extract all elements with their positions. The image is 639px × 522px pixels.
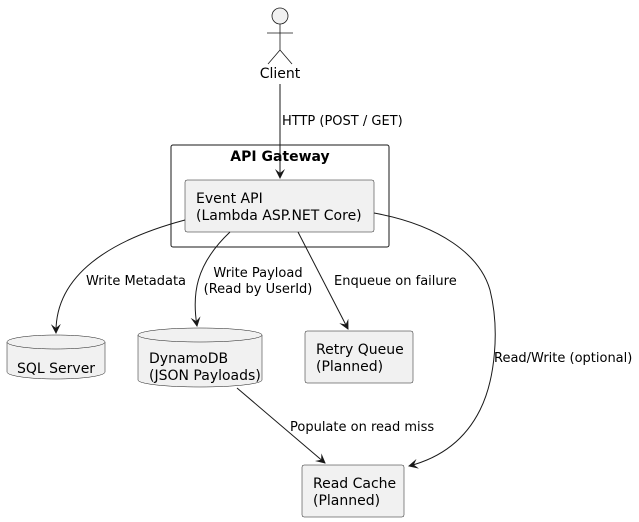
edge-event-api-to-dynamodb [190,231,231,327]
dynamodb-label-line1: DynamoDB [149,351,228,367]
edge-label-enqueue: Enqueue on failure [334,274,457,289]
event-api-node[interactable]: Event API (Lambda ASP.NET Core) [184,179,375,233]
edge-label-http: HTTP (POST / GET) [282,114,403,129]
dynamodb-label-line2: (JSON Payloads) [149,368,261,384]
edge-label-write-payload-line2: (Read by UserId) [204,282,313,297]
client-actor[interactable]: Client [260,7,301,82]
retry-queue-label-line1: Retry Queue [316,342,404,358]
edge-label-write-metadata: Write Metadata [86,274,186,289]
client-label: Client [260,66,301,82]
read-cache-label-line2: (Planned) [313,493,380,509]
edge-label-populate: Populate on read miss [290,420,434,435]
edge-event-api-to-sql-server [50,219,186,334]
stick-figure-icon [267,7,293,65]
event-api-label-line1: Event API [196,191,263,207]
sql-server-database[interactable]: SQL Server [6,334,106,380]
edge-event-api-to-read-cache [373,212,496,469]
read-cache-label-line1: Read Cache [313,476,396,492]
edge-dynamodb-to-read-cache [236,387,326,464]
edge-event-api-to-retry-queue [297,231,349,330]
sql-server-label: SQL Server [17,361,95,377]
read-cache-node[interactable]: Read Cache (Planned) [301,464,405,518]
edge-label-write-payload-line1: Write Payload [213,266,302,281]
retry-queue-label-line2: (Planned) [316,359,383,375]
event-api-label-line2: (Lambda ASP.NET Core) [196,208,362,224]
retry-queue-node[interactable]: Retry Queue (Planned) [304,330,414,384]
edge-label-read-write: Read/Write (optional) [494,351,632,366]
dynamodb-database[interactable]: DynamoDB (JSON Payloads) [137,327,263,388]
